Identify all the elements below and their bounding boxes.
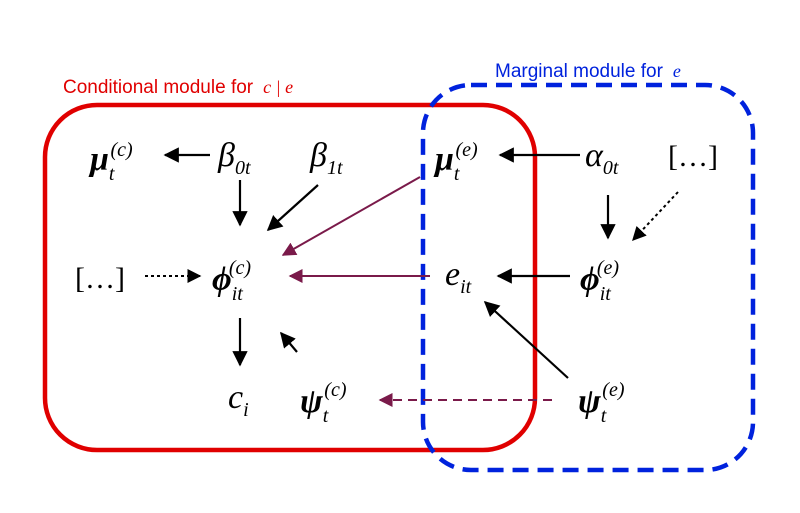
arrow-psi-c-to-phi-c [280, 331, 298, 353]
node-ellipsis-right: […] [668, 140, 718, 173]
svg-text:ψt(e): ψt(e) [578, 379, 625, 427]
node-alpha0: α0t [585, 137, 619, 179]
node-ellipsis-left: […] [75, 262, 125, 295]
svg-text:β1t: β1t [309, 137, 343, 179]
arrow-ellipsis-to-phi-e [632, 191, 679, 242]
conditional-module-box [42, 102, 538, 453]
node-beta0: β0t [217, 137, 251, 179]
svg-text:[…]: […] [75, 262, 125, 295]
arrow-psi-e-to-e-it [483, 300, 569, 379]
svg-text:μt(c): μt(c) [88, 139, 133, 185]
conditional-module-title-text: Conditional module for [63, 77, 254, 98]
node-phi-c: ϕit(c) [212, 257, 251, 305]
conditional-module-title-var: c | e [263, 77, 293, 97]
svg-text:eit: eit [445, 256, 472, 298]
arrow-mu-e-to-phi-c [281, 176, 421, 256]
node-psi-c: ψt(c) [300, 379, 347, 427]
marginal-module-title-text: Marginal module for [495, 61, 664, 82]
node-e-it: eit [445, 256, 472, 298]
svg-text:ψt(c): ψt(c) [300, 379, 347, 427]
svg-text:[…]: […] [668, 140, 718, 173]
node-psi-e: ψt(e) [578, 379, 625, 427]
svg-text:α0t: α0t [585, 137, 619, 179]
svg-text:ϕit(e): ϕit(e) [580, 257, 619, 305]
node-c-i: ci [228, 379, 249, 421]
marginal-module-title: Marginal module for e [495, 61, 681, 82]
svg-text:μt(e): μt(e) [433, 139, 478, 185]
marginal-module-title-var: e [673, 61, 681, 81]
svg-text:ci: ci [228, 379, 249, 421]
svg-text:ϕit(c): ϕit(c) [212, 257, 251, 305]
node-mu-e: μt(e) [433, 139, 478, 185]
svg-text:β0t: β0t [217, 137, 251, 179]
node-mu-c: μt(c) [88, 139, 133, 185]
arrow-beta1-to-phi-c [266, 184, 319, 232]
node-beta1: β1t [309, 137, 343, 179]
conditional-module-title: Conditional module for c | e [63, 77, 293, 98]
marginal-module-box [420, 82, 756, 473]
node-phi-e: ϕit(e) [580, 257, 619, 305]
